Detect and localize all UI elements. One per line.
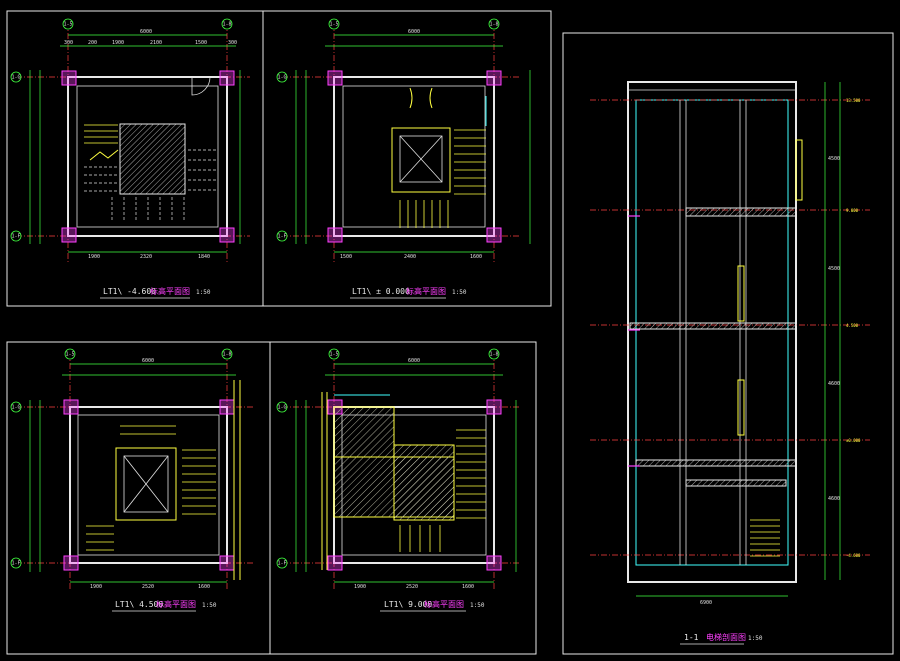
plan-frame: [269, 341, 537, 655]
svg-text:1500: 1500: [195, 40, 207, 46]
svg-text:1840: 1840: [198, 254, 210, 260]
axis-bubble: 1-F: [11, 234, 20, 240]
plan-panel-9000: 6000 1900 2520 1600 1-5 1-8 1-G 1-F: [269, 341, 537, 655]
section-title-code: 1-1: [684, 633, 699, 642]
axis-bubble: 1-F: [11, 561, 20, 567]
plan-panel-minus-4600: 6000 300 200 1900 2100 1500 300 1900 2320 184…: [6, 10, 264, 307]
level-label: 4.500: [846, 323, 859, 328]
svg-text:300: 300: [64, 40, 73, 46]
axis-bubble: 1-5: [329, 22, 338, 28]
plan-title-name: 标高平面图: [406, 286, 446, 296]
svg-text:1500: 1500: [340, 254, 352, 260]
section-height: 4500: [828, 156, 840, 162]
plan-title-name: 标高平面图: [150, 286, 190, 296]
plan-panel-4500: 6000 1900 2520 1600 1-5 1-8 1-G 1-F LT1\…: [6, 341, 271, 655]
dim-overall: 6000: [408, 358, 420, 364]
plan-scale: 1:50: [196, 289, 211, 296]
plan-title-name: 标高平面图: [424, 599, 464, 609]
stair-runs: [399, 129, 486, 228]
dim-overall: 6000: [140, 29, 152, 35]
section-scale: 1:50: [748, 635, 763, 642]
axis-bubble: 1-8: [222, 22, 231, 28]
svg-text:1900: 1900: [88, 254, 100, 260]
dim-bottom: 1600: [462, 584, 474, 590]
axis-bubble: 1-G: [277, 75, 286, 81]
svg-text:2320: 2320: [140, 254, 152, 260]
dim-bottom: 1900: [354, 584, 366, 590]
level-label: -4.600: [846, 553, 861, 558]
section-title-name: 电梯剖面图: [706, 632, 746, 642]
axis-bubble: 1-8: [489, 352, 498, 358]
axis-bubble: 1-5: [329, 352, 338, 358]
axis-bubble: 1-5: [65, 352, 74, 358]
axis-bubble: 1-8: [222, 352, 231, 358]
plan-title-code: LT1\ -4.600: [103, 287, 156, 296]
svg-text:1600: 1600: [470, 254, 482, 260]
section-frame: [562, 32, 894, 655]
plan-panel-0000: 6000 1500 2400 1600 1-5 1-8 1-G 1-F: [262, 10, 552, 307]
slab-hatch: [333, 406, 395, 458]
plan-title-code: LT1\ ± 0.000: [352, 287, 410, 296]
svg-text:300: 300: [228, 40, 237, 46]
axis-bubble: 1-F: [277, 561, 286, 567]
dim-bottom: 1900: [90, 584, 102, 590]
dim-overall: 6000: [142, 358, 154, 364]
plan-frame: [262, 10, 552, 307]
section-panel-1-1: 6900 4500 4500 4600 4600 9.000 4.500 ±0.…: [562, 32, 894, 655]
plan-title-code: LT1\ 9.000: [384, 600, 432, 609]
plan-title-code: LT1\ 4.500: [115, 600, 163, 609]
dim-bottom: 1600: [198, 584, 210, 590]
plan-scale: 1:50: [470, 602, 485, 609]
axis-bubble: 1-G: [11, 75, 20, 81]
level-label: ±0.000: [846, 438, 861, 443]
level-label: 13.500: [846, 98, 861, 103]
elevator-shaft: [115, 447, 177, 521]
svg-text:1900: 1900: [112, 40, 124, 46]
axis-bubble: 1-G: [11, 405, 20, 411]
axis-bubble: 1-G: [277, 405, 286, 411]
section-stair: [750, 519, 780, 557]
svg-text:200: 200: [88, 40, 97, 46]
section-height: 4600: [828, 381, 840, 387]
plan-scale: 1:50: [452, 289, 467, 296]
stair-runs: [84, 124, 216, 222]
section-width: 6900: [700, 600, 712, 606]
dim-bottom: 2520: [142, 584, 154, 590]
axis-bubble: 1-F: [277, 234, 286, 240]
shaft-hatch: [119, 123, 186, 195]
dim-bottom: 2520: [406, 584, 418, 590]
plan-title-name: 标高平面图: [156, 599, 196, 609]
axis-bubble: 1-8: [489, 22, 498, 28]
plan-scale: 1:50: [202, 602, 217, 609]
stair-runs: [86, 425, 216, 551]
section-height: 4500: [828, 266, 840, 272]
elevator-shaft: [391, 127, 451, 193]
section-height: 4600: [828, 496, 840, 502]
svg-text:2100: 2100: [150, 40, 162, 46]
slab-hatch: [393, 444, 455, 521]
svg-text:2400: 2400: [404, 254, 416, 260]
level-label: 9.000: [846, 208, 859, 213]
axis-bubble: 1-5: [63, 22, 72, 28]
dim-overall: 6000: [408, 29, 420, 35]
stair-runs: [399, 429, 486, 552]
